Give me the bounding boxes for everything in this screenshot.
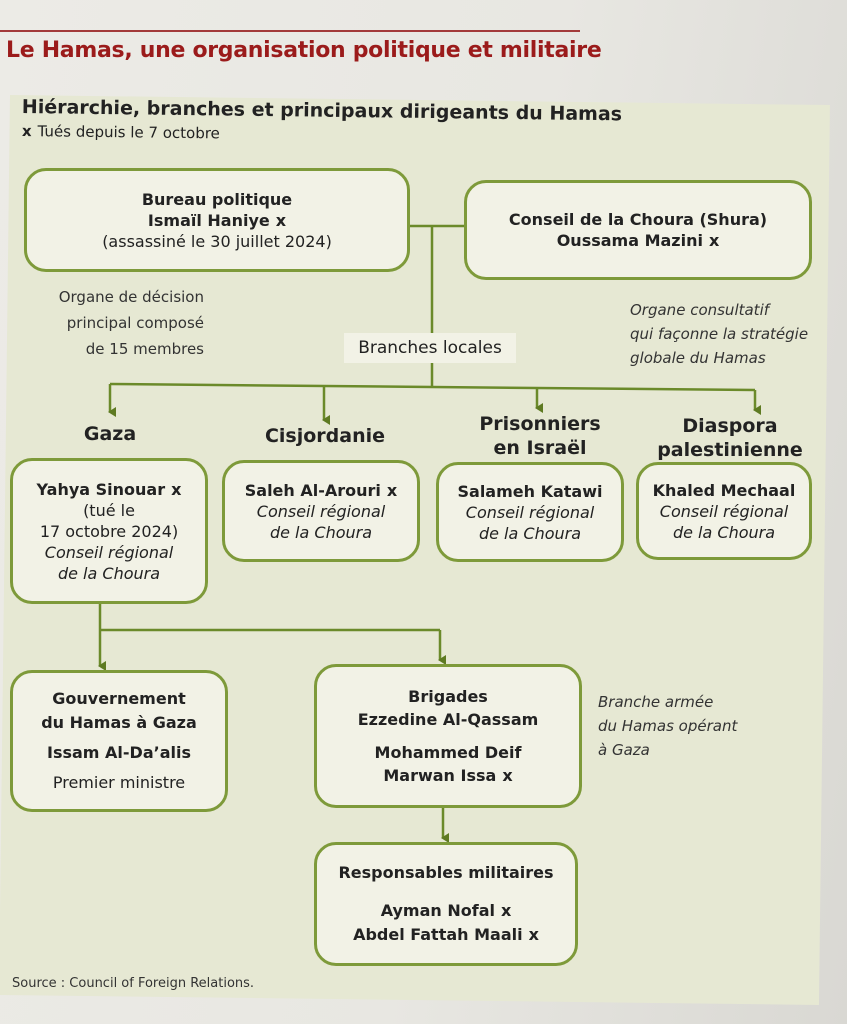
choura-desc-line: Organe consultatif — [630, 301, 770, 319]
bureau-note: (assassiné le 30 juillet 2024) — [102, 231, 332, 251]
source-note: Source : Council of Foreign Relations. — [12, 976, 255, 991]
heading-gaza: Gaza — [83, 423, 137, 445]
killed-marker-icon: x — [708, 231, 720, 250]
gouvernement-role: Premier ministre — [52, 773, 186, 792]
prisonniers-role-line: de la Choura — [478, 523, 582, 543]
cisjordanie-role-line: Conseil régional — [256, 501, 386, 521]
heading-line: en Israël — [493, 437, 587, 459]
heading-diaspora: Diaspora palestinienne — [640, 414, 820, 462]
brigades-title-line: Brigades — [408, 687, 488, 706]
choura-desc-line: qui façonne la stratégie — [630, 325, 809, 343]
gouvernement-title-line: du Hamas à Gaza — [41, 713, 197, 732]
gaza-role-line: de la Choura — [57, 563, 161, 583]
killed-marker-icon: x — [502, 766, 513, 785]
diaspora-leader: Khaled Mechaal — [652, 480, 796, 500]
gaza-note-line: (tué le — [83, 500, 135, 520]
brigades-desc-line: à Gaza — [598, 741, 650, 759]
page-title: Le Hamas, une organisation politique et … — [6, 38, 602, 63]
choura-leader: Oussama Mazini — [556, 231, 703, 250]
brigades-description: Branche armée du Hamas opérant à Gaza — [598, 690, 778, 762]
gouvernement-leader: Issam Al-Da’alis — [47, 743, 191, 762]
bureau-title: Bureau politique — [141, 189, 293, 209]
title-rule — [0, 30, 580, 32]
gaza-role-line: Conseil régional — [44, 542, 174, 562]
brigades-desc-line: Branche armée — [598, 693, 714, 711]
killed-marker-icon: x — [500, 901, 512, 920]
heading-cisjordanie: Cisjordanie — [264, 425, 386, 447]
prisonniers-leader: Salameh Katawi — [457, 481, 603, 501]
heading-line: palestinienne — [657, 439, 803, 461]
gouvernement-box: Gouvernement du Hamas à Gaza Issam Al-Da… — [10, 670, 228, 812]
choura-desc-line: globale du Hamas — [630, 349, 766, 367]
brigades-box: Brigades Ezzedine Al-Qassam Mohammed Dei… — [314, 664, 582, 808]
gaza-leader: Yahya Sinouar — [36, 479, 166, 499]
bureau-desc-line: principal composé — [66, 314, 204, 332]
heading-line: Diaspora — [682, 415, 778, 437]
conseil-choura-box: Conseil de la Choura (Shura) Oussama Maz… — [464, 180, 812, 280]
diaspora-role-line: Conseil régional — [659, 501, 789, 521]
militaires-leader: Ayman Nofal — [380, 901, 495, 920]
bureau-description: Organe de décision principal composé de … — [32, 284, 204, 362]
prisonniers-box: Salameh Katawi Conseil régional de la Ch… — [436, 462, 624, 562]
killed-marker-icon: x — [275, 210, 287, 230]
branches-locales-label: Branches locales — [344, 333, 516, 363]
brigades-desc-line: du Hamas opérant — [598, 717, 738, 735]
bureau-leader: Ismaïl Haniye — [147, 210, 270, 230]
killed-marker-icon: x — [386, 480, 398, 500]
cisjordanie-leader: Saleh Al-Arouri — [244, 480, 381, 500]
cisjordanie-role-line: de la Choura — [269, 522, 373, 542]
brigades-leader: Mohammed Deif — [374, 743, 522, 762]
choura-title: Conseil de la Choura (Shura) — [508, 210, 768, 229]
diaspora-role-line: de la Choura — [672, 522, 776, 542]
responsables-militaires-box: Responsables militaires Ayman Nofal x Abd… — [314, 842, 578, 966]
brigades-leader: Marwan Issa — [383, 766, 497, 785]
gouvernement-title-line: Gouvernement — [52, 689, 186, 708]
killed-marker-icon: x — [171, 479, 182, 499]
prisonniers-role-line: Conseil régional — [465, 502, 595, 522]
militaires-title: Responsables militaires — [338, 863, 554, 882]
heading-prisonniers: Prisonniers en Israël — [450, 412, 630, 460]
brigades-title-line: Ezzedine Al-Qassam — [357, 710, 539, 729]
heading-line: Prisonniers — [479, 413, 601, 435]
militaires-leader: Abdel Fattah Maali — [353, 925, 523, 944]
choura-description: Organe consultatif qui façonne la straté… — [630, 298, 830, 370]
bureau-desc-line: de 15 membres — [85, 340, 204, 358]
connector-branch-bar — [109, 382, 756, 392]
killed-marker-icon: x — [528, 925, 539, 944]
gaza-note-line: 17 octobre 2024) — [39, 521, 179, 541]
bureau-desc-line: Organe de décision — [58, 288, 204, 306]
diaspora-box: Khaled Mechaal Conseil régional de la Ch… — [636, 462, 812, 560]
